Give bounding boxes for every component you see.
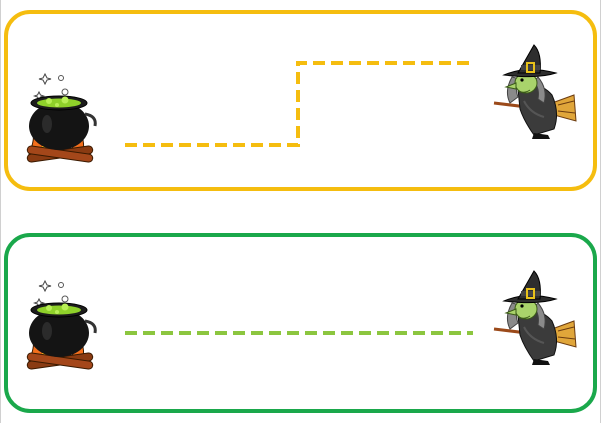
panel-2-art	[25, 269, 578, 372]
cauldron-icon	[25, 72, 97, 165]
panel-1-art	[25, 43, 578, 165]
witch-on-broom-icon	[492, 43, 578, 141]
cauldron-icon	[25, 279, 97, 372]
tracing-panel-2	[4, 233, 597, 413]
dashed-tracing-path[interactable]	[125, 61, 475, 147]
witch-on-broom-icon	[492, 269, 578, 367]
tracing-panel-1	[4, 10, 597, 191]
